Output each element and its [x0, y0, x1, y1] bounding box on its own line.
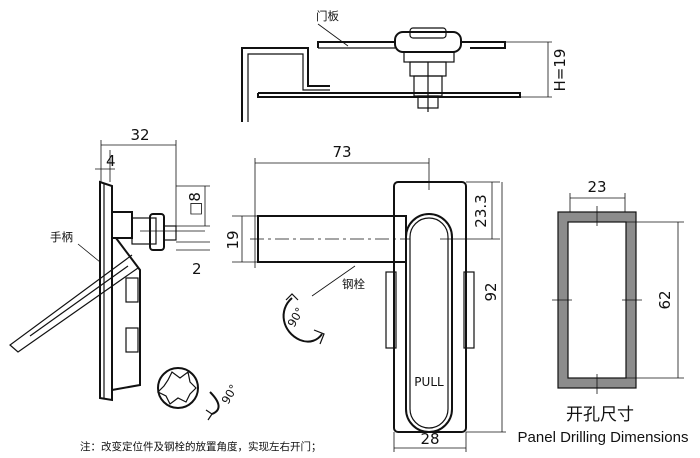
pull-text: PULL — [414, 375, 444, 389]
side-view: 32 4 □8 2 手柄 — [9, 126, 241, 421]
square-dim-text: □8 — [186, 192, 204, 216]
bolt-length-dim-text: 73 — [332, 143, 351, 161]
rotation-angle-top: 90° — [284, 305, 306, 330]
side-width-dim-text: 32 — [130, 126, 149, 144]
side-handle — [9, 254, 139, 353]
side-offset-dim-text: 4 — [106, 152, 116, 170]
door-panel-label: 门板 — [316, 9, 339, 23]
drilling-title-cn: 开孔尺寸 — [566, 405, 634, 425]
drilling-cutout: 23 62 开孔尺寸 Panel Drilling Dimensions — [518, 178, 689, 446]
handle-label: 手柄 — [50, 230, 73, 244]
door-panel-leader — [317, 23, 349, 47]
body-width-dim-text: 28 — [420, 430, 439, 448]
side-body — [111, 237, 141, 391]
drilling-title-en: Panel Drilling Dimensions — [518, 429, 689, 446]
side-small-dim-text: 2 — [192, 260, 202, 278]
top-offset-dim-text: 23.3 — [472, 194, 490, 227]
height-dim-text: H=19 — [551, 49, 569, 92]
footnote: 注：改变定位件及钢栓的放置角度，实现左右开门； — [80, 440, 322, 453]
handle-leader — [77, 243, 101, 263]
rotation-icon-bottom — [156, 367, 220, 421]
cutout-height-dim-text: 62 — [656, 290, 674, 309]
panel-bracket-outer — [241, 47, 330, 122]
bolt-diameter-dim-text: 19 — [224, 230, 242, 249]
lock-body — [393, 181, 467, 433]
pull-handle — [405, 213, 453, 433]
steel-bolt-leader — [311, 265, 356, 297]
front-view: 73 19 钢栓 PULL 23.3 92 28 — [224, 143, 506, 452]
lock-head — [394, 31, 462, 53]
side-panel — [99, 180, 113, 402]
side-nut — [149, 213, 165, 251]
body-height-dim-text: 92 — [482, 282, 500, 301]
lower-rail — [257, 92, 521, 98]
door-plate-left — [317, 41, 395, 48]
panel-bracket-inner — [247, 53, 330, 122]
door-plate-right — [460, 41, 506, 49]
rotation-angle-bottom: 90° — [218, 382, 240, 407]
cutout-width-dim-text: 23 — [587, 178, 606, 196]
rotation-icon-top — [282, 293, 325, 345]
installed-view: 门板 H=19 — [241, 9, 569, 122]
cutout-opening — [567, 221, 627, 379]
steel-bolt-label: 钢栓 — [342, 277, 365, 291]
